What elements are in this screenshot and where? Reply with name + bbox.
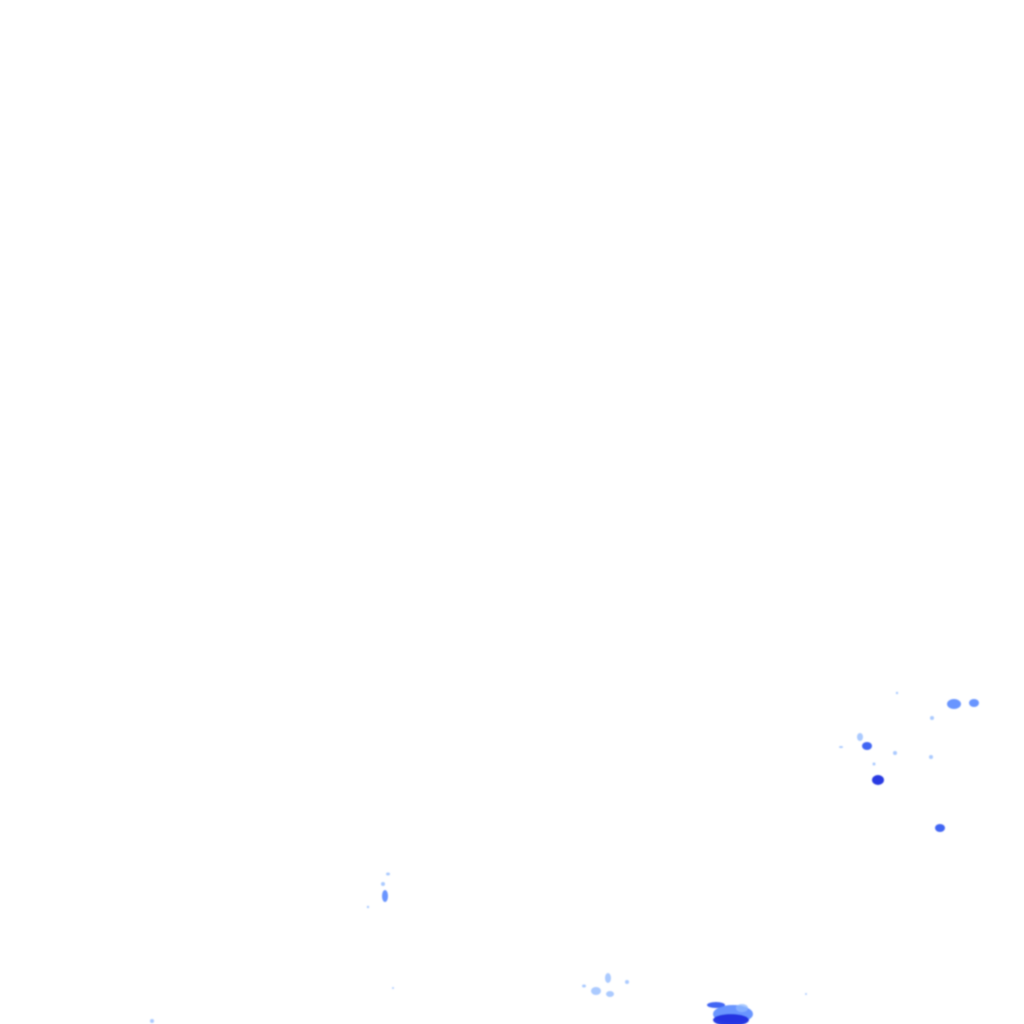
precip-cell <box>392 987 394 989</box>
precip-cell <box>366 905 370 909</box>
precip-cell <box>947 699 961 709</box>
precip-cluster-south-heavy <box>707 1002 753 1024</box>
precip-cell <box>872 775 884 785</box>
precip-cell <box>935 824 945 832</box>
precip-cell <box>857 733 863 741</box>
precip-cell <box>606 991 614 997</box>
precip-cell <box>382 890 388 902</box>
precip-cell <box>893 751 897 755</box>
precip-cell <box>591 987 601 995</box>
precip-cell <box>707 1002 725 1008</box>
precip-cell <box>150 1019 154 1023</box>
precip-cluster-southwest <box>150 872 390 1023</box>
precip-cell <box>625 980 629 984</box>
precip-cell <box>736 1004 748 1012</box>
precip-cluster-northeast <box>839 691 979 832</box>
precip-cell <box>713 1014 749 1024</box>
precip-cell <box>805 993 807 995</box>
precip-cell <box>381 882 385 886</box>
precip-cell <box>895 691 899 695</box>
precip-cell <box>839 746 843 748</box>
precip-cell <box>872 762 876 766</box>
precip-cell <box>386 872 390 876</box>
precip-cell <box>862 742 872 750</box>
precip-cell <box>969 699 979 707</box>
precip-cluster-south <box>392 973 807 997</box>
precip-cell <box>929 755 933 759</box>
precip-cell <box>605 973 611 983</box>
precip-cell <box>582 984 586 988</box>
precip-cell <box>930 716 934 720</box>
